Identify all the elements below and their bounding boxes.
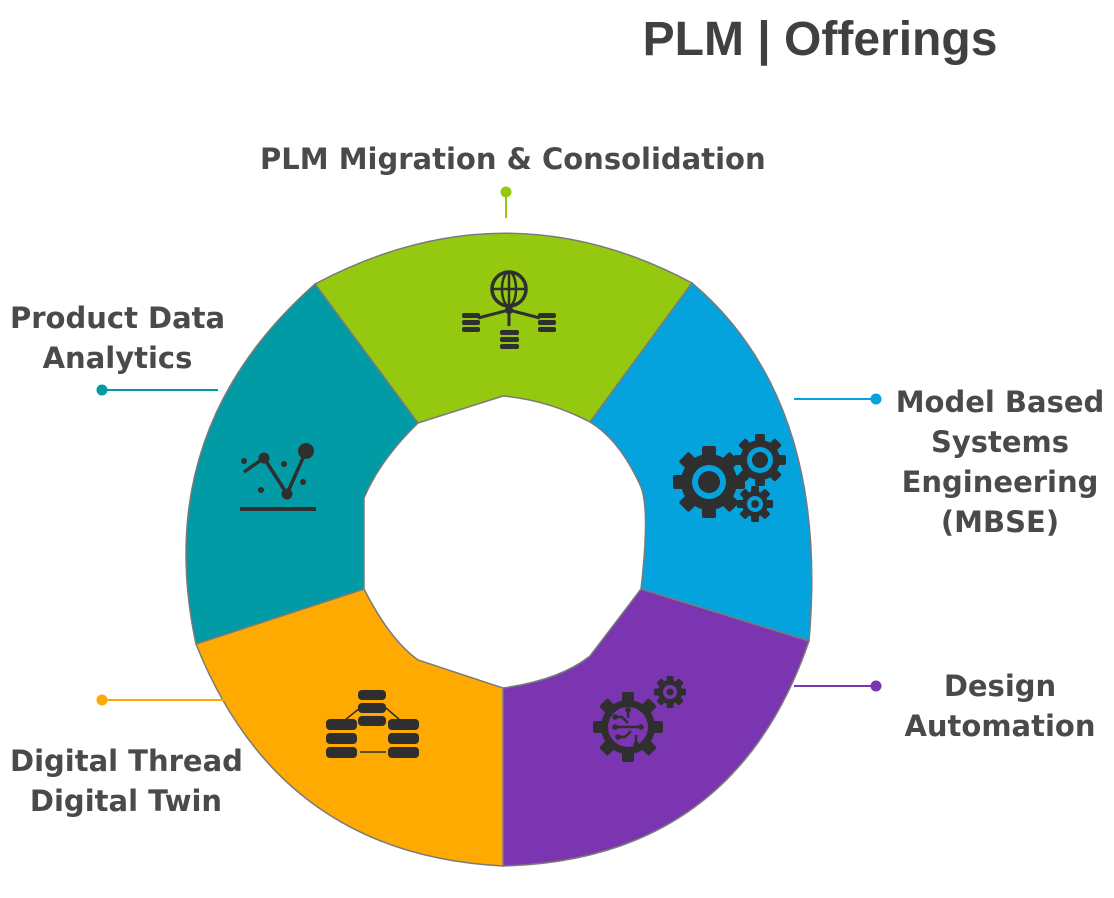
connector-design	[794, 680, 882, 692]
circuit-gear-icon	[593, 676, 686, 762]
segment-migration[interactable]	[313, 232, 694, 424]
label-line: Product Data	[10, 301, 226, 335]
label-line: Model Based	[895, 385, 1105, 419]
label-line: Digital Twin	[29, 784, 223, 818]
analytics-chart-icon	[240, 443, 316, 511]
label-line: PLM Migration & Consolidation	[260, 142, 766, 176]
label-line: Systems	[930, 425, 1070, 459]
label-line: Digital Thread	[10, 744, 243, 778]
gears-icon	[673, 434, 786, 522]
label-plm-migration: PLM Migration & Consolidation	[260, 139, 766, 179]
label-product-data-analytics: Product Data Analytics	[10, 298, 225, 378]
label-design-automation: Design Automation	[894, 666, 1106, 746]
label-mbse: Model Based Systems Engineering (MBSE)	[894, 382, 1106, 542]
label-line: (MBSE)	[940, 505, 1060, 539]
databases-icon	[326, 690, 419, 758]
globe-database-network-icon	[462, 270, 556, 349]
label-line: Automation	[904, 709, 1096, 743]
connector-analytics	[96, 384, 218, 396]
connector-mbse	[794, 393, 882, 405]
label-line: Analytics	[42, 341, 193, 375]
label-line: Design	[943, 669, 1057, 703]
label-line: Engineering	[901, 465, 1099, 499]
page-title: PLM | Offerings	[642, 13, 998, 66]
label-digital-thread: Digital Thread Digital Twin	[10, 741, 243, 821]
connector-thread	[96, 694, 264, 706]
connector-migration	[500, 186, 512, 218]
